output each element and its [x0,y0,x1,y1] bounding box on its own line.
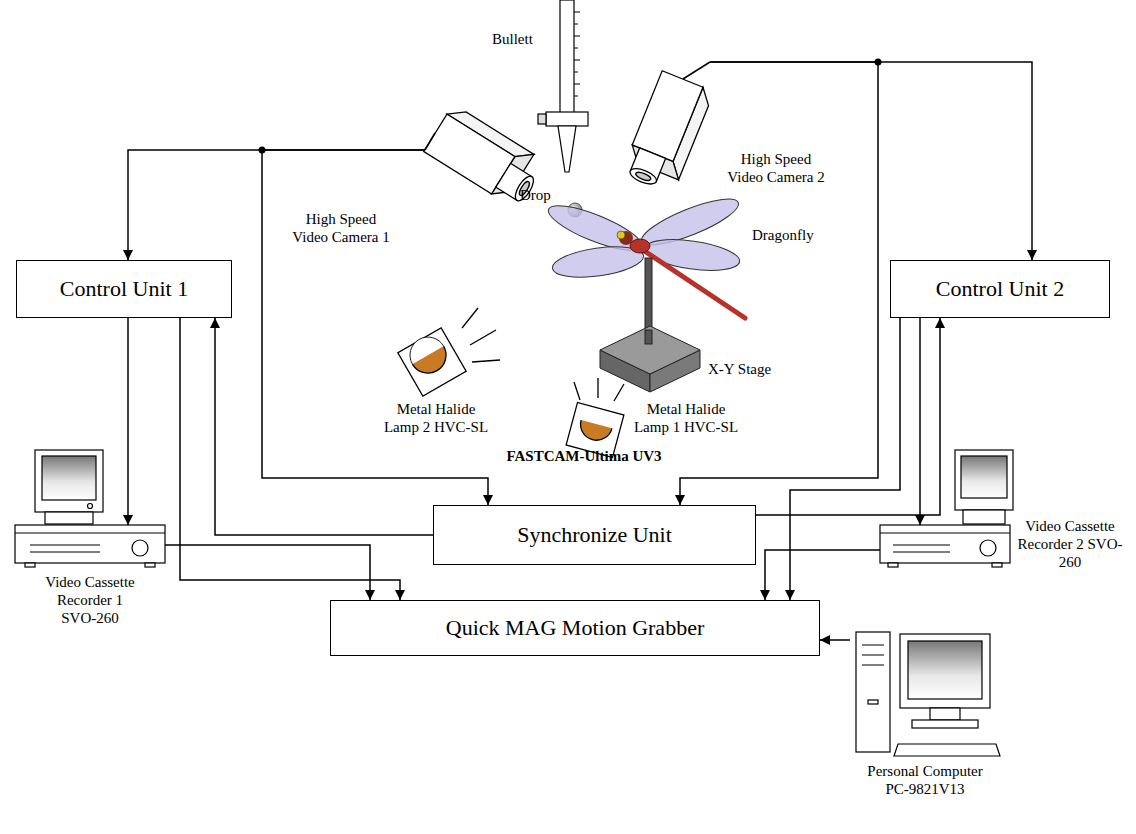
monitor-1 [35,450,103,524]
vcr-deck-1 [15,525,165,567]
control-unit-box: Control Unit 1 [16,260,232,318]
personal-computer [856,632,1000,756]
box-label: Control Unit 2 [936,276,1064,302]
control-unit-box: Control Unit 2 [890,260,1110,318]
device-label: High Speed Video Camera 2 [725,150,827,186]
part-label: Dragonfly [752,226,842,244]
device-label: Personal Computer PC-9821V13 [860,762,990,798]
wire-connector [165,545,370,600]
box-label: Quick MAG Motion Grabber [446,615,704,641]
wire-connector [180,318,400,600]
device-label: Video Cassette Recorder 2 SVO-260 [1015,517,1125,571]
wire-connector [765,550,880,600]
part-label: FASTCAM-Ultima UV3 [494,447,674,465]
box-label: Control Unit 1 [60,276,188,302]
wire-connector [127,318,129,525]
part-label: Metal Halide Lamp 2 HVC-SL [380,400,492,436]
vcr-node: Video Cassette Recorder 2 SVO-260 [880,525,1010,565]
sync-unit-box: Synchronize Unit [433,505,756,565]
box-label: Synchronize Unit [517,522,672,548]
lamp-2 [397,308,500,396]
wire-connector [710,62,1032,260]
motion-grabber-box: Quick MAG Motion Grabber [330,600,820,656]
camera-node: High Speed Video Camera 2 [615,55,710,205]
device-label: High Speed Video Camera 1 [290,210,392,246]
wire-connector [756,318,940,515]
camera-2 [621,71,715,195]
part-label: Bullett [492,30,552,48]
vcr-deck-2 [880,525,1010,567]
wire-connector [262,150,488,505]
camera-cables [425,62,710,150]
monitor-2 [955,450,1013,524]
burette [538,0,588,172]
vcr-node: Video Cassette Recorder 1 SVO-260 [15,525,165,565]
dragonfly [544,190,745,318]
wire-connector [919,318,921,525]
junction-dots [259,59,882,154]
lamp-1 [566,378,624,457]
part-label: Metal Halide Lamp 1 HVC-SL [630,400,742,436]
xy-stage [600,258,700,392]
part-label: Drop [520,186,565,204]
wire-connector [790,318,900,600]
wire-connector [128,150,425,260]
wire-connector [820,639,850,641]
part-label: X-Y Stage [708,360,798,378]
device-label: Video Cassette Recorder 1 SVO-260 [40,573,140,627]
wire-connector [680,62,878,505]
computer-node: Personal Computer PC-9821V13 [850,628,1000,758]
